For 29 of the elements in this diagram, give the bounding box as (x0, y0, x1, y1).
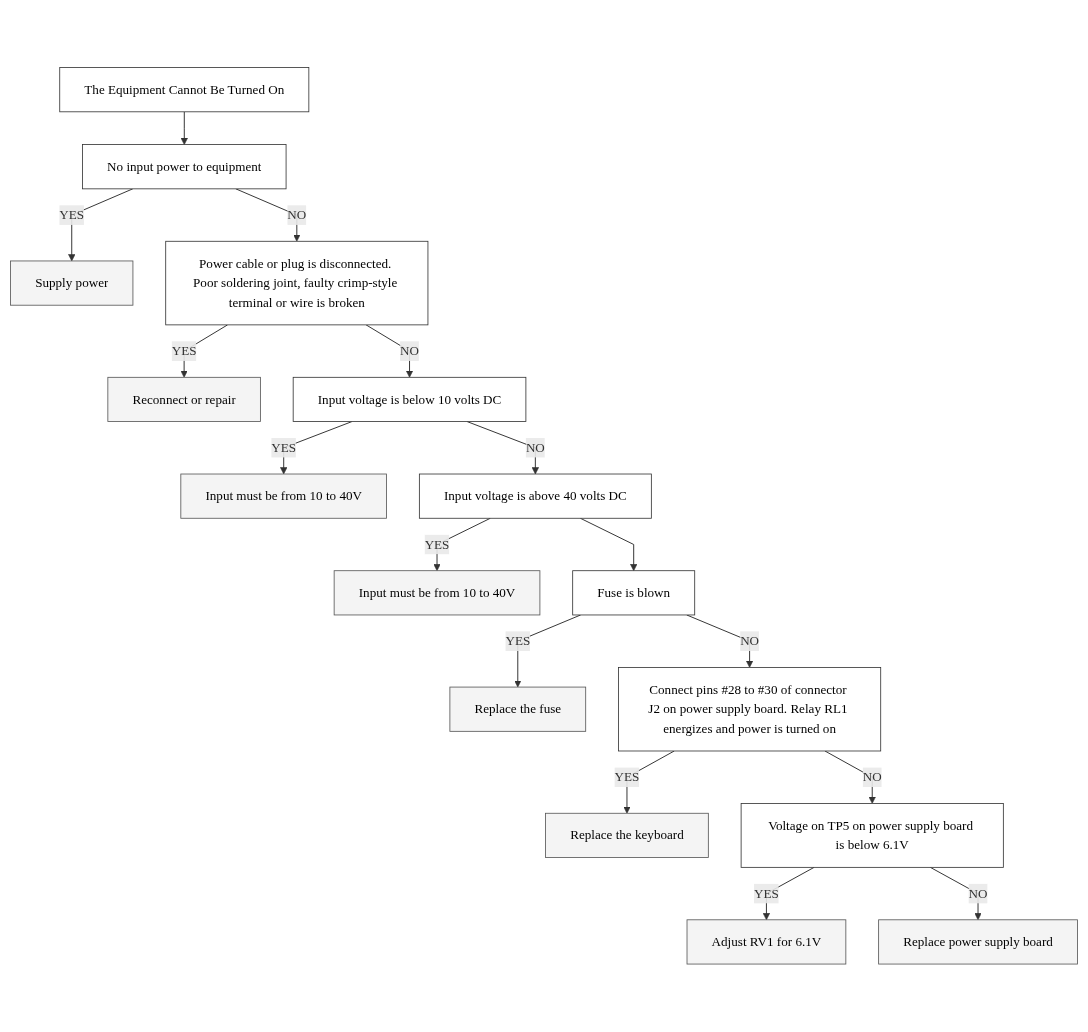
edge-label: YES (614, 770, 640, 784)
node-box: Reconnect or repair (107, 377, 261, 423)
edge-label: NO (400, 343, 419, 358)
node-box: Replace the fuse (449, 686, 587, 732)
edge-label: YES (171, 343, 197, 358)
edge-label: NO (525, 440, 545, 455)
edge-label: YES (754, 886, 779, 901)
node-box: Input voltage is above 40 volts DC (418, 473, 652, 519)
edge-label: YES (271, 440, 297, 455)
node-box: No input power to equipment (82, 144, 287, 190)
edge-label: NO (968, 886, 988, 901)
edge-label: NO (287, 207, 307, 222)
node-box: Supply power (10, 260, 134, 306)
edge-label: NO (740, 634, 760, 648)
node-box: Fuse is blown (572, 570, 696, 616)
node-box: Voltage on TP5 on power supply board is below 6.1V (740, 803, 1004, 868)
edge-label: NO (862, 770, 882, 784)
edge-label: YES (59, 207, 85, 222)
node-box: Replace power supply board (878, 919, 1078, 965)
node-box: Input voltage is below 10 volts DC (292, 377, 527, 423)
node-box: The Equipment Cannot Be Turned On (59, 67, 310, 113)
node-box: Input must be from 10 to 40V (180, 473, 387, 519)
node-box: Adjust RV1 for 6.1V (686, 919, 847, 965)
node-box: Connect pins #28 to #30 of connector J2 on power supply board. Relay RL1 energizes and power is turned on (618, 667, 882, 752)
node-box: Replace the keyboard (545, 813, 709, 859)
node-box: Input must be from 10 to 40V (333, 570, 541, 616)
edge-label: YES (424, 537, 450, 552)
node-box: Power cable or plug is disconnected. Poor soldering joint, faulty crimp-style terminal or wire is broken (165, 241, 429, 326)
edge-label: YES (505, 634, 531, 648)
